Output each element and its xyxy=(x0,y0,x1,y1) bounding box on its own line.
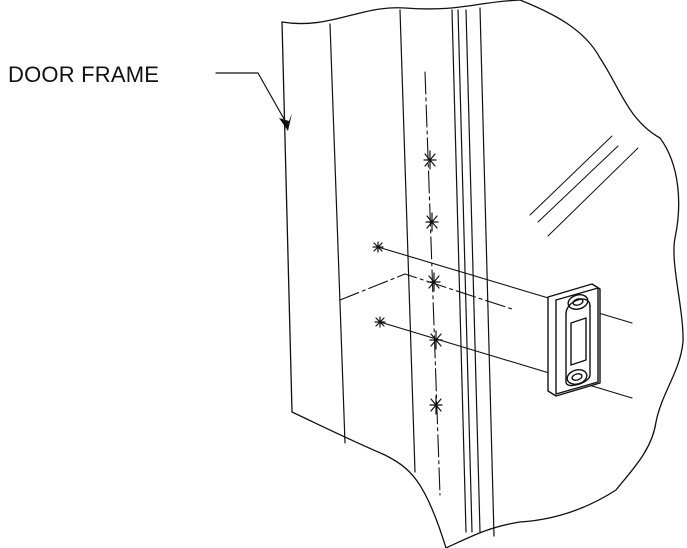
callout-arrowhead xyxy=(279,113,292,131)
screw-mark-2 xyxy=(425,212,439,232)
door-frame-label: DOOR FRAME xyxy=(8,62,160,87)
frame-left-edge xyxy=(281,21,293,413)
glass-reflection-1 xyxy=(529,135,613,216)
glass-reflection-2 xyxy=(537,145,619,223)
drill-mark-lower xyxy=(374,316,386,328)
frame-profile-line-1 xyxy=(329,23,346,444)
frame-profile-line-5 xyxy=(465,9,481,533)
screw-mark-5 xyxy=(429,395,443,415)
drill-mark-upper xyxy=(372,241,384,253)
alignment-line xyxy=(339,273,516,311)
frame-profile-line-6 xyxy=(479,7,495,537)
screw-mark-4 xyxy=(429,330,443,350)
screw-mark-3 xyxy=(427,272,441,292)
glass-reflection-3 xyxy=(547,147,639,237)
strike-plate xyxy=(547,283,601,397)
frame-bottom-edge xyxy=(291,411,447,548)
callout-leader xyxy=(215,72,289,127)
wall-outline xyxy=(281,0,684,548)
screw-mark-1 xyxy=(423,150,437,170)
frame-profile-line-4 xyxy=(457,9,473,533)
frame-profile-line-2 xyxy=(399,9,416,473)
